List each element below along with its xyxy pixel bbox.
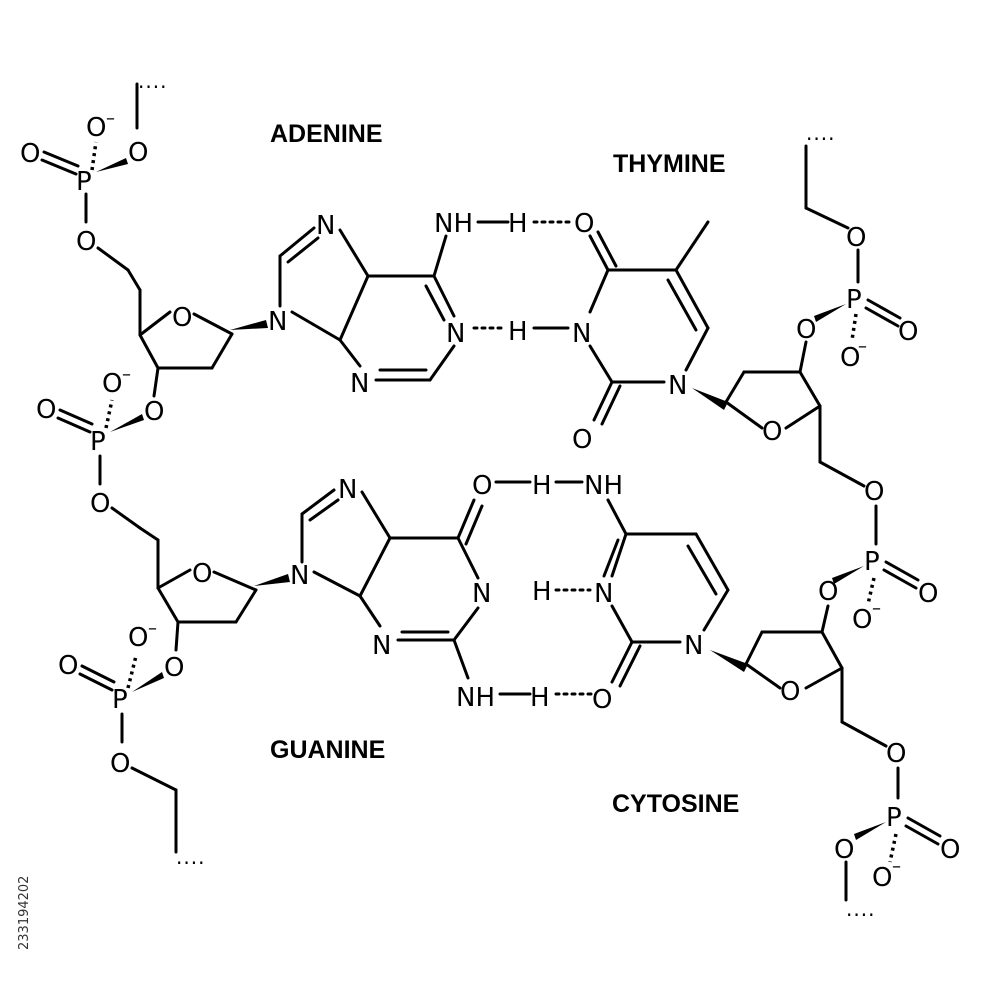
continuation-dots: .... [176, 845, 205, 869]
phosphorus-atom: P [886, 803, 902, 833]
left-sugar-top: O O [138, 288, 268, 427]
amine-group: NH [584, 471, 623, 501]
nitrogen-atom: N [594, 579, 613, 609]
oxygen-atom: O [940, 835, 960, 865]
right-sugar-bottom: O [744, 604, 888, 748]
oxygen-atom: O [572, 425, 592, 455]
negative-charge: – [122, 364, 131, 385]
negative-charge: – [148, 618, 157, 639]
cytosine-base: N N O [592, 498, 748, 715]
hydrogen-atom: H [532, 577, 552, 607]
ring-oxygen: O [762, 417, 782, 447]
oxygen-atom: O [472, 471, 492, 501]
phosphorus-atom: P [846, 285, 862, 315]
negative-charge: – [872, 598, 881, 619]
label-thymine: THYMINE [613, 150, 726, 178]
thymine-base: O N N O [532, 209, 728, 455]
oxygen-atom: O [164, 653, 184, 683]
oxygen-atom: O [574, 209, 594, 239]
oxygen-atom: O [918, 579, 938, 609]
left-phosphate-bottom: O – O P O .... [58, 618, 205, 869]
continuation-dots: .... [846, 897, 875, 921]
label-guanine: GUANINE [270, 736, 385, 764]
oxygen-atom: O [110, 749, 130, 779]
nitrogen-atom: N [338, 475, 357, 505]
nitrogen-atom: N [290, 561, 309, 591]
nitrogen-atom: N [268, 307, 287, 337]
negative-charge: – [106, 108, 115, 129]
phosphorus-atom: P [864, 547, 880, 577]
nitrogen-atom: N [350, 369, 369, 399]
amine-group: NH [434, 209, 473, 239]
oxygen-atom: O [592, 685, 612, 715]
left-phosphate-top: .... O – O O P O [20, 69, 167, 292]
oxygen-atom: O [58, 651, 78, 681]
continuation-dots: .... [138, 69, 167, 93]
ring-oxygen: O [172, 303, 192, 333]
oxygen-atom: O [834, 835, 854, 865]
label-adenine: ADENINE [270, 120, 383, 148]
hydrogen-atom: H [532, 471, 552, 501]
oxygen-atom: O [846, 223, 866, 253]
nitrogen-atom: N [472, 579, 491, 609]
nitrogen-atom: N [372, 631, 391, 661]
oxygen-atom: O [898, 317, 918, 347]
oxygen-atom: O [20, 139, 40, 169]
adenine-base: N N N N NH H H [268, 209, 574, 399]
nitrogen-atom: N [572, 319, 591, 349]
hydrogen-atom: H [508, 209, 528, 239]
oxygen-atom: O [818, 577, 838, 607]
oxygen-anion: O [852, 605, 872, 635]
phosphorus-atom: P [90, 427, 106, 457]
oxygen-atom: O [144, 397, 164, 427]
amine-group: NH [456, 683, 495, 713]
oxygen-atom: O [90, 489, 110, 519]
oxygen-atom: O [128, 138, 148, 168]
left-phosphate-middle: O – O P O [36, 364, 160, 542]
oxygen-atom: O [36, 395, 56, 425]
right-sugar-top: O O [724, 315, 866, 488]
nitrogen-atom: N [684, 631, 703, 661]
oxygen-atom: O [886, 739, 906, 769]
oxygen-atom: O [76, 227, 96, 257]
hydrogen-atom: H [530, 683, 550, 713]
phosphorus-atom: P [112, 685, 128, 715]
right-phosphate-middle: O P O O O – [818, 477, 938, 635]
stock-id: 233194202 [17, 876, 32, 950]
left-sugar-bottom: O O [156, 538, 290, 683]
phosphorus-atom: P [76, 167, 92, 197]
continuation-dots: .... [806, 121, 835, 145]
oxygen-anion: O [840, 343, 860, 373]
right-phosphate-bottom: O P O O O – .... [834, 739, 960, 921]
oxygen-anion: O [872, 863, 892, 893]
oxygen-atom: O [864, 477, 884, 507]
negative-charge: – [858, 336, 867, 357]
oxygen-atom: O [796, 315, 816, 345]
ring-oxygen: O [780, 677, 800, 707]
negative-charge: – [892, 856, 901, 877]
oxygen-anion: O [86, 113, 106, 143]
hydrogen-atom: H [508, 317, 528, 347]
oxygen-anion: O [128, 623, 148, 653]
nitrogen-atom: N [668, 371, 687, 401]
right-phosphate-top: .... O P O O – [804, 121, 918, 373]
nitrogen-atom: N [316, 211, 335, 241]
label-cytosine: CYTOSINE [612, 790, 739, 818]
oxygen-anion: O [102, 369, 122, 399]
guanine-base: N N N N O NH H H NH H [290, 471, 623, 713]
ring-oxygen: O [192, 559, 212, 589]
nitrogen-atom: N [446, 319, 465, 349]
